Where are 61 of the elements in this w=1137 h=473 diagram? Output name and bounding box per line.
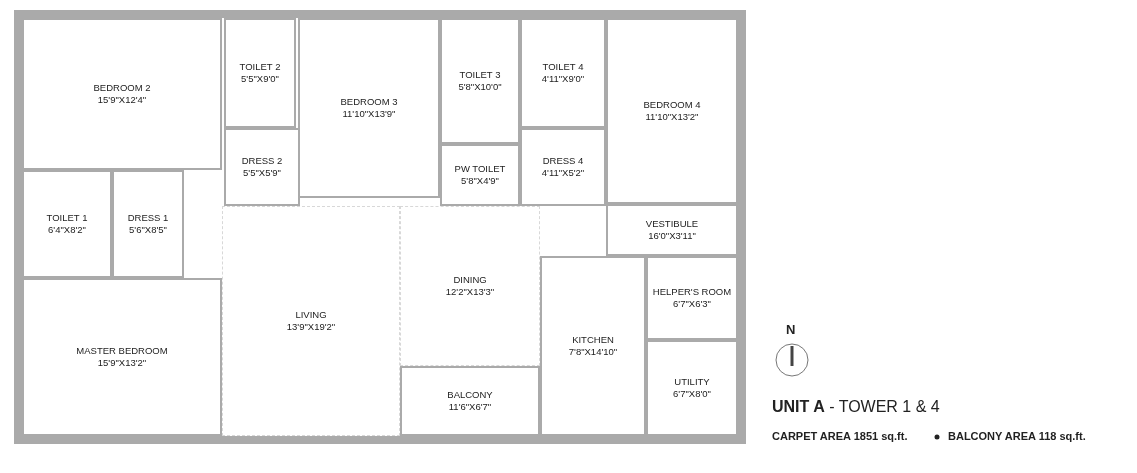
room-dimensions: 5'5"X9'0" — [241, 73, 279, 85]
bedroom-area — [606, 18, 738, 204]
room-dimensions: 15'9"X12'4" — [97, 94, 147, 106]
room-name: BALCONY — [447, 389, 493, 401]
balcony-area — [400, 366, 540, 436]
bedroom-area — [22, 18, 222, 170]
room-name: DRESS 2 — [241, 155, 283, 167]
room-name: TOILET 1 — [46, 212, 88, 224]
room-name: UTILITY — [674, 376, 710, 388]
kitchen-area — [540, 256, 646, 436]
area-note: CARPET AREA 1851 sq.ft. — [772, 430, 908, 442]
room-dimensions: 4'11"X5'2" — [541, 167, 585, 179]
toilet-area — [22, 170, 112, 278]
room-dimensions: 5'8"X4'9" — [461, 175, 499, 187]
room-name: MASTER BEDROOM — [76, 345, 168, 357]
room-name: DRESS 1 — [127, 212, 169, 224]
toilet-area — [520, 18, 606, 128]
room-dimensions: 6'4"X8'2" — [48, 224, 86, 236]
toilet-area — [224, 18, 296, 128]
room-area — [646, 256, 738, 340]
utility-area — [646, 340, 738, 436]
room-name: BEDROOM 3 — [340, 96, 398, 108]
room-dimensions: 15'9"X13'2" — [97, 357, 147, 369]
room-dimensions: 4'11"X9'0" — [541, 73, 585, 85]
room-name: TOILET 4 — [542, 61, 584, 73]
room-dimensions: 11'6"X6'7" — [448, 401, 492, 413]
toilet-area — [440, 18, 520, 144]
dining-area — [400, 206, 540, 366]
room-name: PW TOILET — [454, 163, 506, 175]
room-name: DINING — [453, 274, 487, 286]
room-name: KITCHEN — [572, 334, 614, 346]
room-dimensions: 11'10"X13'9" — [342, 108, 396, 120]
room-name: BEDROOM 2 — [93, 82, 151, 94]
room-dimensions: 7'8"X14'10" — [568, 346, 618, 358]
room-name: LIVING — [295, 309, 327, 321]
room-name: DRESS 4 — [542, 155, 584, 167]
room-name: VESTIBULE — [645, 218, 699, 230]
room-dimensions: 5'6"X8'5" — [129, 224, 167, 236]
room-name: BEDROOM 4 — [643, 99, 701, 111]
area-note: BALCONY AREA 118 sq.ft. — [948, 430, 1086, 442]
vestibule-area — [606, 204, 738, 256]
room-dimensions: 12'2"X13'3" — [445, 286, 495, 298]
room-dimensions: 6'7"X8'0" — [673, 388, 711, 400]
room-dimensions: 5'8"X10'0" — [458, 81, 502, 93]
dressing-area — [520, 128, 606, 206]
room-name: HELPER'S ROOM — [652, 286, 732, 298]
dressing-area — [112, 170, 184, 278]
bedroom-area — [298, 18, 440, 198]
living-area — [222, 206, 400, 436]
dressing-area — [224, 128, 300, 206]
room-name: TOILET 3 — [459, 69, 501, 81]
toilet-area — [440, 144, 520, 206]
plan-title: UNIT A - TOWER 1 & 4 — [772, 398, 940, 416]
room-dimensions: 16'0"X3'11" — [648, 230, 696, 242]
north-label: N — [786, 322, 796, 337]
room-dimensions: 6'7"X6'3" — [673, 298, 711, 310]
bedroom-area — [22, 278, 222, 436]
room-dimensions: 11'10"X13'2" — [645, 111, 699, 123]
room-name: TOILET 2 — [239, 61, 281, 73]
room-dimensions: 5'5"X5'9" — [243, 167, 281, 179]
room-dimensions: 13'9"X19'2" — [286, 321, 336, 333]
